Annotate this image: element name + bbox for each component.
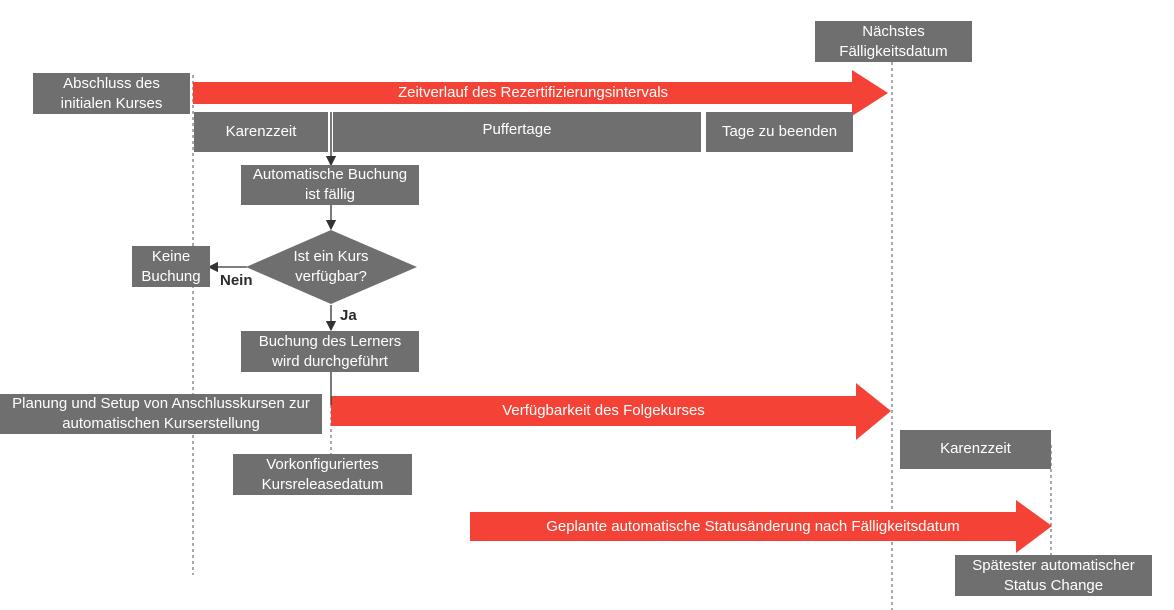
release-date-label: Vorkonfiguriertes Kursreleasedatum xyxy=(261,455,384,493)
latest-status-change-label: Spätester automatischer Status Change xyxy=(972,556,1135,594)
yes-edge-label: Ja xyxy=(340,307,357,324)
decision-diamond xyxy=(246,230,417,304)
latest-status-change-box: Spätester automatischer Status Change xyxy=(955,555,1152,596)
recert-interval-arrow xyxy=(193,70,888,116)
grace-period-box: Karenzzeit xyxy=(194,112,328,152)
booking-done-label: Buchung des Lerners wird durchgeführt xyxy=(258,332,402,370)
release-date-box: Vorkonfiguriertes Kursreleasedatum xyxy=(233,454,412,495)
next-due-date-label: Nächstes Fälligkeitsdatum xyxy=(839,22,948,60)
booking-done-box: Buchung des Lerners wird durchgeführt xyxy=(241,331,419,372)
planning-box: Planung und Setup von Anschlusskursen zu… xyxy=(0,394,322,434)
days-to-finish-label: Tage zu beenden xyxy=(721,123,838,140)
planning-label: Planung und Setup von Anschlusskursen zu… xyxy=(12,395,310,432)
no-edge-label: Nein xyxy=(220,272,253,289)
initial-course-label: Abschluss des initialen Kurses xyxy=(60,74,163,112)
grace-period-2-label: Karenzzeit xyxy=(940,440,1011,457)
buffer-days-label: Puffertage xyxy=(482,121,552,138)
days-to-finish-box: Tage zu beenden xyxy=(706,112,853,152)
status-change-arrow xyxy=(470,500,1052,553)
grace-period-2-box: Karenzzeit xyxy=(900,430,1051,469)
initial-course-box: Abschluss des initialen Kurses xyxy=(33,73,190,114)
grace-period-label: Karenzzeit xyxy=(225,123,297,140)
next-due-date-box: Nächstes Fälligkeitsdatum xyxy=(815,21,972,62)
status-change-label: Geplante automatische Statusänderung nac… xyxy=(546,518,960,535)
buffer-days-box: Puffertage xyxy=(333,112,701,152)
auto-booking-due-label: Automatische Buchung ist fällig xyxy=(252,166,408,203)
no-booking-label: Keine Buchung xyxy=(141,247,201,285)
availability-arrow xyxy=(331,383,891,440)
no-booking-box: Keine Buchung xyxy=(132,246,210,287)
availability-label: Verfügbarkeit des Folgekurses xyxy=(502,402,705,419)
auto-booking-due-box: Automatische Buchung ist fällig xyxy=(241,165,419,205)
decision-label: Ist ein Kurs verfügbar? xyxy=(293,248,369,285)
recert-interval-label: Zeitverlauf des Rezertifizierungsinterva… xyxy=(397,84,669,101)
